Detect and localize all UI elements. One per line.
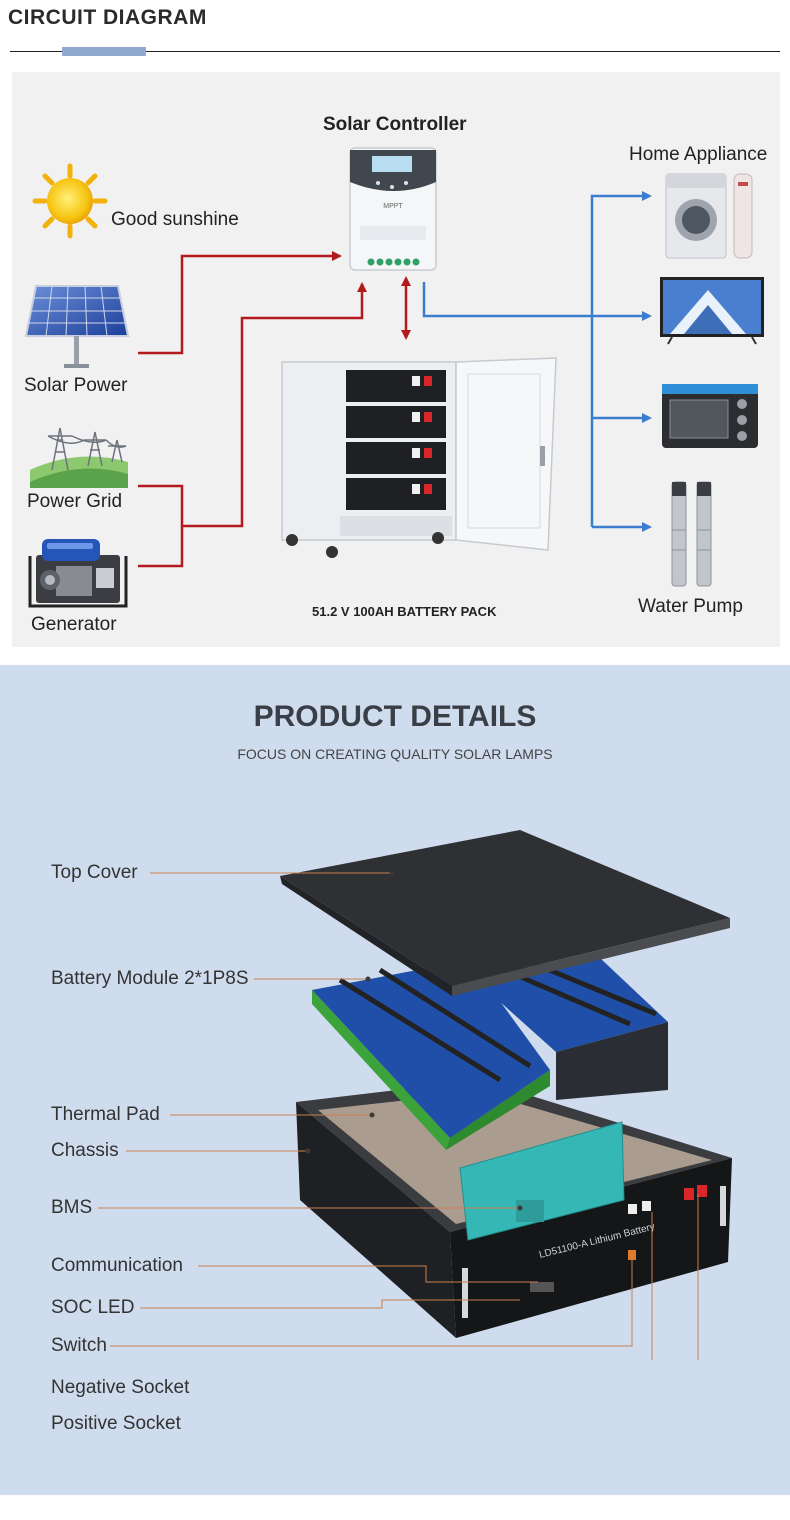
label-switch: Switch	[51, 1335, 107, 1356]
part-leader-lines	[98, 872, 699, 1360]
header-accent-bar	[62, 47, 146, 56]
generator-label: Generator	[31, 614, 117, 635]
generator-icon	[28, 539, 128, 608]
product-details-subtitle: FOCUS ON CREATING QUALITY SOLAR LAMPS	[237, 746, 553, 762]
water-pump-icon	[671, 481, 712, 587]
battery-pack-label: 51.2 V 100AH BATTERY PACK	[312, 604, 497, 619]
controller-brand-label: MPPT	[383, 203, 403, 210]
output-wires	[422, 191, 652, 532]
bms-board-graphic	[459, 1121, 625, 1241]
label-chassis: Chassis	[51, 1140, 119, 1161]
part-leader-dots	[305, 870, 523, 1211]
sun-icon	[32, 163, 108, 239]
television-icon	[660, 277, 764, 345]
water-pump-label: Water Pump	[638, 596, 743, 617]
home-appliance-label: Home Appliance	[629, 144, 768, 165]
battery-exploded-view: LD51100-A Lithium Battery	[98, 830, 732, 1360]
battery-module-graphic	[312, 958, 668, 1150]
label-negative-socket: Negative Socket	[51, 1377, 190, 1398]
header-divider	[10, 51, 780, 52]
solar-controller-icon: MPPT	[349, 147, 437, 271]
label-soc-led: SOC LED	[51, 1297, 135, 1318]
section-title-circuit-diagram: CIRCUIT DIAGRAM	[8, 6, 207, 29]
solar-panel-icon	[24, 285, 130, 368]
washing-machine-icon	[665, 173, 753, 259]
label-positive-socket: Positive Socket	[51, 1413, 181, 1434]
product-details-title: PRODUCT DETAILS	[253, 700, 537, 733]
label-bms: BMS	[51, 1197, 93, 1218]
battery-cabinet-icon	[281, 357, 557, 558]
label-communication: Communication	[51, 1255, 183, 1276]
top-cover-graphic	[280, 830, 730, 996]
circuit-diagram-graphic: MPPT	[24, 147, 764, 608]
power-grid-label: Power Grid	[27, 491, 123, 512]
oven-icon	[662, 384, 758, 448]
good-sunshine-label: Good sunshine	[111, 209, 239, 230]
solar-controller-label: Solar Controller	[323, 114, 467, 135]
label-top-cover: Top Cover	[51, 862, 138, 883]
label-thermal-pad: Thermal Pad	[51, 1104, 160, 1125]
label-battery-module: Battery Module 2*1P8S	[51, 968, 249, 989]
input-wires	[138, 251, 411, 568]
power-grid-icon	[30, 427, 128, 488]
solar-power-label: Solar Power	[24, 375, 128, 396]
